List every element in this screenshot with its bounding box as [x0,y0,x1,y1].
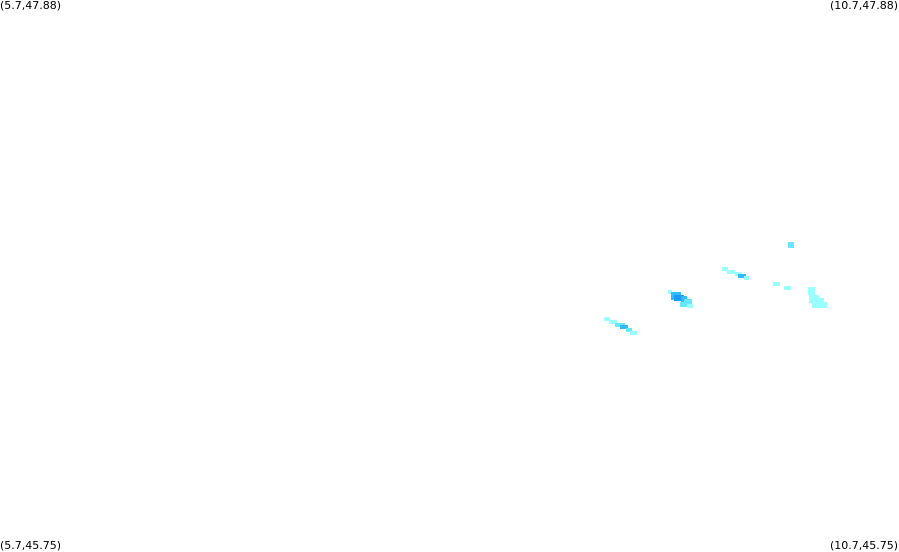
precipitation-cell [727,270,735,274]
precipitation-cell [809,295,819,303]
precipitation-cell [680,302,688,307]
precipitation-cell [620,325,628,329]
precipitation-cell [609,320,617,324]
precipitation-cell [722,267,728,271]
precipitation-cell [687,304,693,308]
precipitation-cell [812,302,827,308]
precipitation-cell [668,290,672,294]
precipitation-cell [626,328,632,332]
precipitation-cell [744,276,749,280]
corner-coordinate-bottom-left: (5.7,45.75) [0,539,62,552]
precipitation-cell [808,287,815,295]
precipitation-cell [738,274,746,278]
corner-coordinate-bottom-right: (10.7,45.75) [829,539,898,552]
corner-coordinate-top-left: (5.7,47.88) [0,0,62,12]
precipitation-cell [630,331,637,335]
corner-coordinate-top-right: (10.7,47.88) [829,0,898,12]
precipitation-cell [604,317,610,321]
precipitation-cell [773,282,780,286]
precipitation-cell [674,295,684,301]
precipitation-cell [788,242,794,248]
precipitation-cell [784,286,791,290]
precipitation-cell [819,298,824,304]
